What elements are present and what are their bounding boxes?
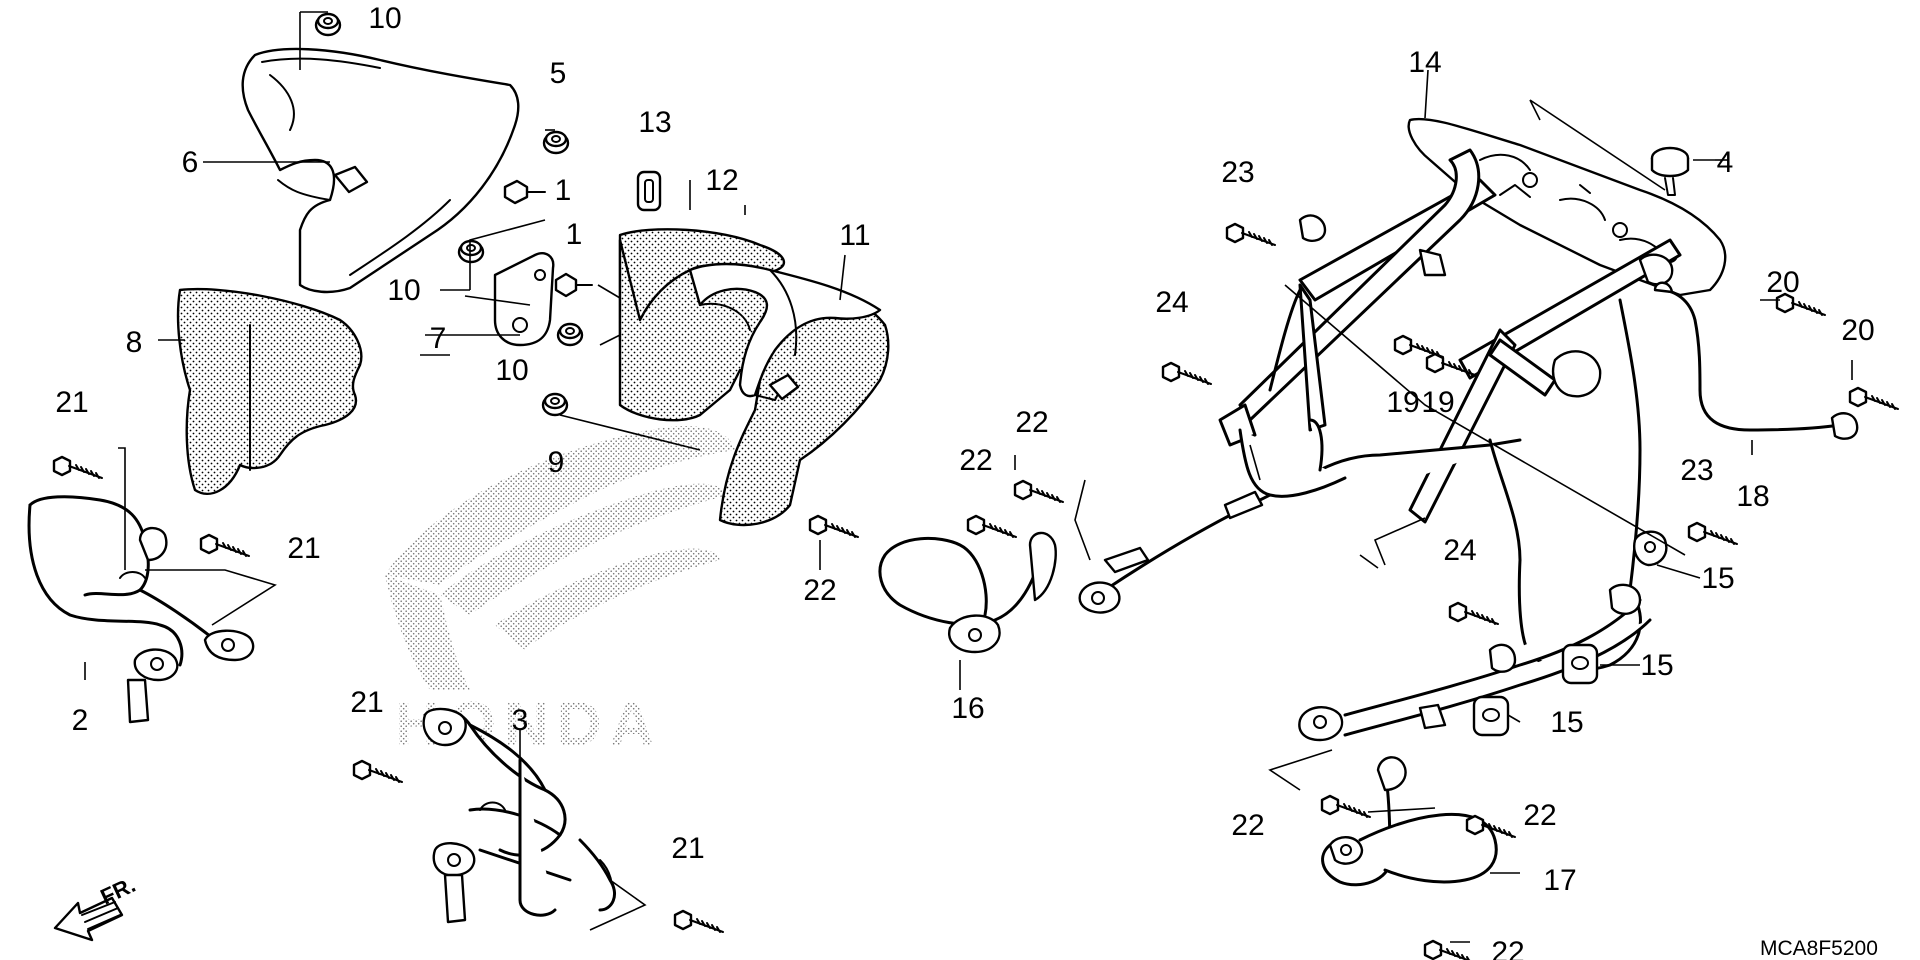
- bolt-20-right: [1848, 386, 1900, 411]
- callout-24: 24: [1155, 286, 1188, 319]
- diagram-code: MCA8F5200: [1760, 937, 1878, 960]
- grommet-10-mid: [457, 239, 485, 264]
- part-11-duct: [618, 238, 890, 527]
- callout-21: 21: [350, 686, 383, 719]
- callout-21: 21: [287, 532, 320, 565]
- callout-10: 10: [368, 2, 401, 35]
- callout-22: 22: [1491, 936, 1524, 960]
- callout-22: 22: [1231, 809, 1264, 842]
- callout-20: 20: [1766, 266, 1799, 299]
- callout-1: 1: [566, 218, 583, 251]
- callout-21: 21: [55, 386, 88, 419]
- bolt-24-lower: [1448, 601, 1500, 626]
- bolt-24-upper: [1161, 361, 1213, 386]
- callout-15: 15: [1640, 649, 1673, 682]
- leader-lines: [84, 69, 1853, 943]
- grommet-9: [541, 392, 569, 417]
- part-14-frame: [1078, 117, 1727, 742]
- grommet-10-top: [314, 12, 342, 37]
- callout-13: 13: [638, 106, 671, 139]
- part-2-engine-guard: [27, 495, 255, 724]
- callout-1: 1: [555, 174, 572, 207]
- bolt-21-upper-left: [52, 455, 104, 480]
- callout-15: 15: [1550, 706, 1583, 739]
- callout-11: 11: [839, 219, 870, 252]
- callout-16: 16: [951, 692, 984, 725]
- screw-1-lower: [554, 272, 593, 298]
- screw-1-upper: [503, 179, 546, 205]
- callout-6: 6: [182, 146, 199, 179]
- honda-wing-logo: HONDA: [385, 426, 735, 759]
- part-8-heat-guard: [176, 287, 363, 495]
- part-15-mount-a: [1633, 530, 1668, 567]
- callout-22: 22: [1523, 799, 1556, 832]
- callout-21: 21: [671, 832, 704, 865]
- part-3-lower-guard: [422, 707, 616, 924]
- grommet-10-low: [556, 322, 584, 347]
- callout-22: 22: [803, 574, 836, 607]
- callout-22: 22: [959, 444, 992, 477]
- callout-22: 22: [1015, 406, 1048, 439]
- callout-3: 3: [512, 704, 529, 737]
- bolt-23-upper: [1225, 222, 1277, 247]
- bolt-22-b: [1013, 479, 1065, 504]
- bolt-21-lower-right: [673, 909, 725, 934]
- callout-17: 17: [1543, 864, 1576, 897]
- callout-23: 23: [1221, 156, 1254, 189]
- front-direction-arrow: FR.: [53, 872, 139, 942]
- part-16-bracket: [878, 531, 1057, 654]
- callout-24: 24: [1443, 534, 1476, 567]
- part-4-knob: [1650, 146, 1690, 196]
- bolt-21-lower-left: [352, 759, 404, 784]
- bolt-22-c: [808, 514, 860, 539]
- bolt-22-f: [1423, 939, 1475, 960]
- part-15-mount-b: [1561, 643, 1599, 685]
- callout-15: 15: [1701, 562, 1734, 595]
- grommet-5: [542, 130, 570, 155]
- callout-4: 4: [1717, 146, 1734, 179]
- callout-14: 14: [1408, 46, 1441, 79]
- callout-10: 10: [495, 354, 528, 387]
- part-17-guard: [1321, 756, 1498, 887]
- part-7-bracket: [493, 252, 555, 347]
- callout-10: 10: [387, 274, 420, 307]
- part-18-stay: [1653, 281, 1859, 440]
- bolt-22-a: [966, 514, 1018, 539]
- callout-23: 23: [1680, 454, 1713, 487]
- callout-7: 7: [430, 322, 447, 355]
- part-6-side-cover: [241, 47, 520, 294]
- grommet-13: [636, 170, 662, 212]
- callout-8: 8: [126, 326, 143, 359]
- callout-20: 20: [1841, 314, 1874, 347]
- bolt-23-lower: [1687, 521, 1739, 546]
- callout-18: 18: [1736, 480, 1769, 513]
- bolt-21-mid-left: [199, 533, 251, 558]
- callout-12: 12: [705, 164, 738, 197]
- callout-19: 19: [1421, 386, 1454, 419]
- callout-2: 2: [72, 704, 89, 737]
- part-15-mount-c: [1472, 695, 1510, 737]
- callout-5: 5: [550, 57, 567, 90]
- callout-19: 19: [1386, 386, 1419, 419]
- callout-9: 9: [548, 446, 565, 479]
